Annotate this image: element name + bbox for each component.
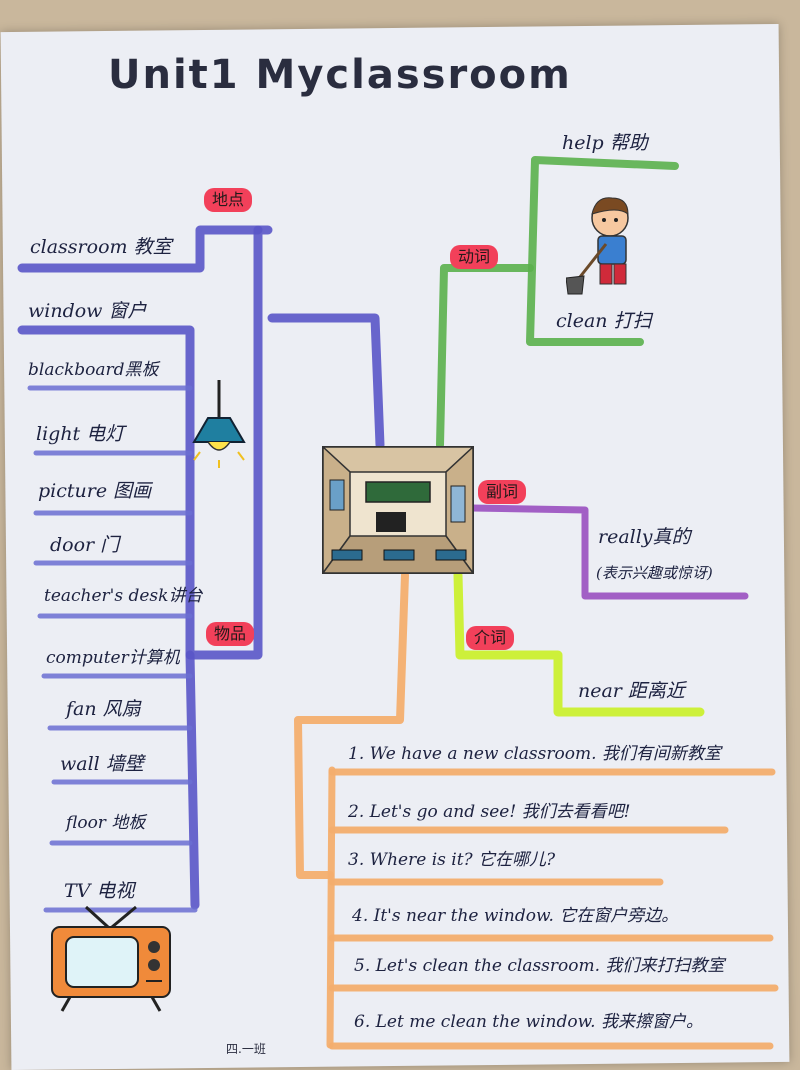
adverb-tag: 副词 [478, 480, 527, 504]
sweeping-boy-icon [566, 197, 629, 295]
adverb-item-really: really真的 [598, 526, 691, 548]
center-to-blue [267, 313, 385, 450]
place-tag: 地点 [204, 188, 253, 212]
objects-trunk [185, 650, 200, 910]
object-item: wall 墙壁 [60, 753, 144, 775]
adverb-branch-line [468, 504, 749, 600]
preposition-item-near: near 距离近 [578, 680, 685, 702]
object-item: TV 电视 [64, 880, 135, 902]
object-item: window 窗户 [28, 300, 147, 322]
object-item: picture 图画 [38, 480, 152, 502]
sentence-branch-line [294, 571, 409, 879]
class-signature: 四.一班 [226, 1042, 266, 1056]
adverb-item-note: (表示兴趣或惊讶) [596, 564, 713, 582]
place-branch-line [17, 225, 263, 273]
object-item-underlines [27, 385, 198, 913]
sentence-line: 2. Let's go and see! 我们去看看吧! [348, 802, 631, 822]
object-item: teacher's desk讲台 [44, 586, 203, 606]
verb-item-help: help 帮助 [562, 132, 648, 154]
verb-item-clean: clean 打扫 [556, 310, 652, 332]
preposition-tag: 介词 [466, 626, 515, 650]
verbs-tag: 动词 [450, 245, 499, 269]
lamp-icon [192, 380, 246, 468]
sentence-trunk [326, 766, 336, 1049]
object-item: computer计算机 [46, 648, 180, 668]
verb-fork-line [526, 156, 679, 346]
sentence-underlines [328, 768, 779, 1050]
object-item: floor 地板 [66, 813, 146, 833]
sentence-line: 5. Let's clean the classroom. 我们来打扫教室 [354, 956, 725, 976]
preposition-branch-line [453, 570, 705, 717]
verb-branch-line [436, 264, 534, 449]
sentence-line: 6. Let me clean the window. 我来擦窗户。 [354, 1012, 703, 1032]
tv-icon [51, 905, 171, 1012]
place-item-classroom: classroom 教室 [30, 236, 172, 258]
sentence-line: 3. Where is it? 它在哪儿? [348, 850, 556, 870]
objects-tag: 物品 [206, 622, 255, 646]
object-item: blackboard黑板 [28, 360, 159, 380]
page-title: Unit1 Myclassroom [108, 52, 572, 98]
classroom-picture-icon [322, 446, 474, 574]
object-item: light 电灯 [36, 423, 125, 445]
sentence-line: 1. We have a new classroom. 我们有间新教室 [348, 744, 721, 764]
sentence-line: 4. It's near the window. 它在窗户旁边。 [352, 906, 679, 926]
object-item: door 门 [50, 534, 120, 556]
object-item: fan 风扇 [66, 698, 141, 720]
